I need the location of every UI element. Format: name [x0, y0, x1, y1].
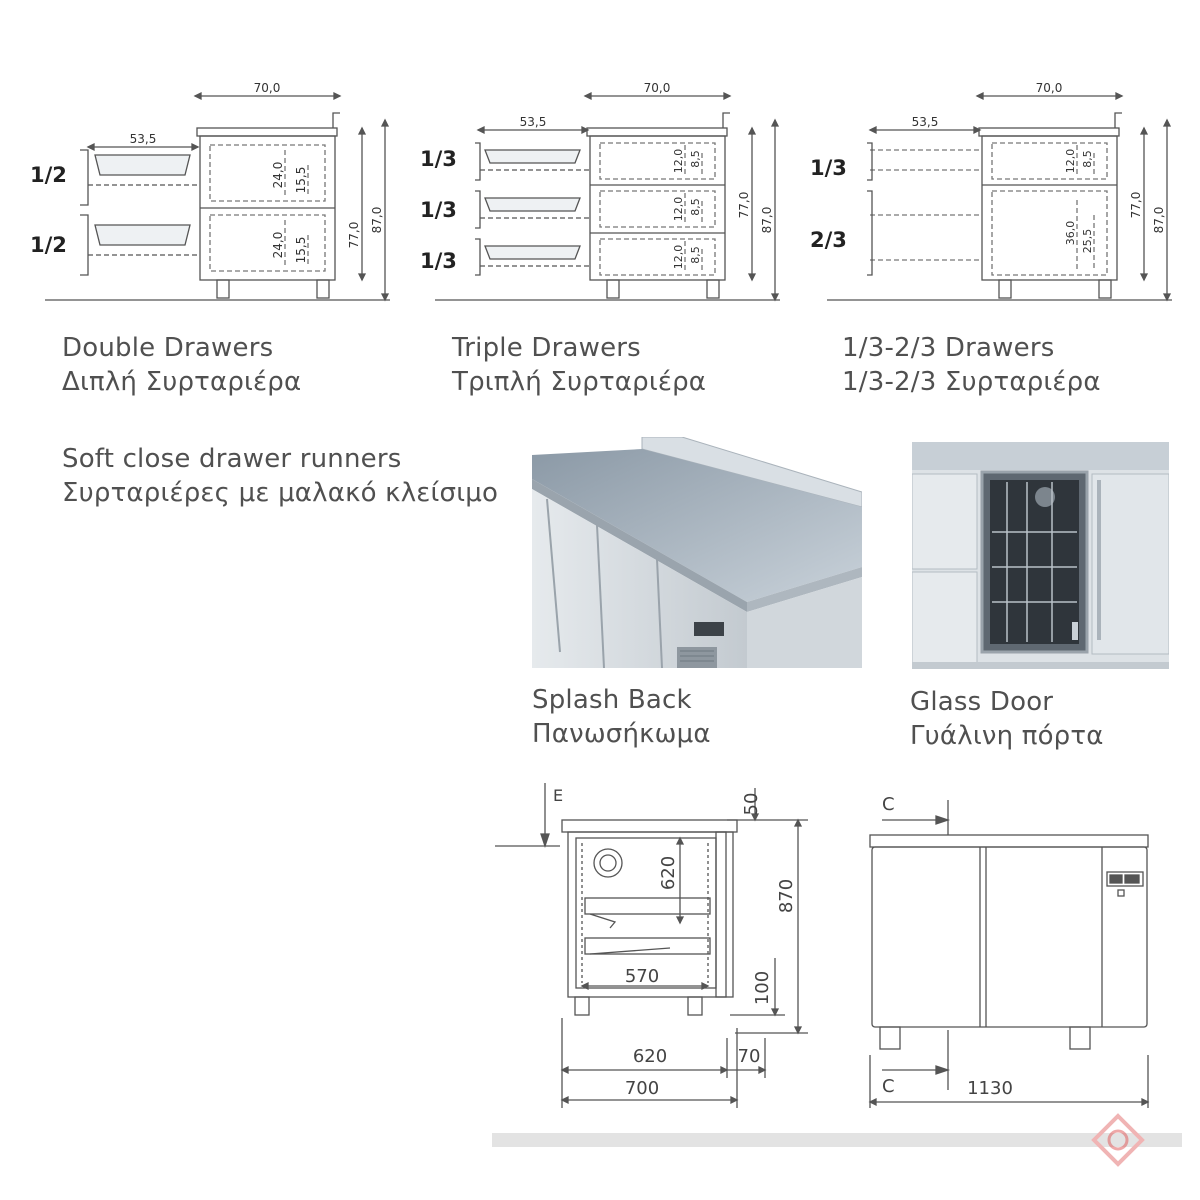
- label-c-top: C: [882, 794, 895, 815]
- double-drawers-caption: Double Drawers Διπλή Συρταριέρα: [62, 331, 301, 399]
- third-twothird-caption: 1/3-2/3 Drawers 1/3-2/3 Συρταριέρα: [842, 331, 1101, 399]
- fraction-label: 1/3: [420, 147, 457, 171]
- dim-620-label: 620: [633, 1046, 667, 1067]
- inner-label: 15,5: [294, 237, 308, 264]
- inner-label: 8,5: [1081, 150, 1094, 168]
- side-view-drawing: E 50 620 870 570 100 620 70 700: [495, 783, 808, 1108]
- inner-label: 8,5: [689, 150, 702, 168]
- depth-label: 53,5: [520, 115, 547, 129]
- inner-label: 36,0: [1064, 221, 1077, 246]
- caption-gr: Γυάλινη πόρτα: [910, 721, 1104, 751]
- inner-label: 24,0: [271, 162, 285, 189]
- total-height-label: 87,0: [1152, 207, 1166, 234]
- dim-870-label: 870: [776, 879, 797, 913]
- glass-door-caption: Glass Door Γυάλινη πόρτα: [910, 685, 1104, 753]
- width-label: 70,0: [254, 81, 281, 95]
- dim-700-label: 700: [625, 1078, 659, 1099]
- inner-label: 12,0: [672, 197, 685, 222]
- fraction-label: 1/3: [420, 249, 457, 273]
- inner-label: 8,5: [689, 246, 702, 264]
- dim-70-label: 70: [738, 1046, 761, 1067]
- front-view-drawing: C C 1130: [868, 794, 1150, 1108]
- soft-close-caption: Soft close drawer runners Συρταριέρες με…: [62, 442, 498, 510]
- caption-gr: Πανωσήκωμα: [532, 719, 711, 749]
- caption-gr: 1/3-2/3 Συρταριέρα: [842, 367, 1101, 397]
- triple-drawers-diagram: 70,0 53,5 77,0 87,0 12,0 8,5 12,0 8,5 12…: [435, 81, 780, 302]
- fraction-label: 1/3: [420, 198, 457, 222]
- fraction-label: 2/3: [810, 228, 847, 252]
- caption-gr: Διπλή Συρταριέρα: [62, 367, 302, 397]
- inner-label: 15,5: [294, 167, 308, 194]
- double-drawers-diagram: 70,0 53,5 77,0 87,0 24,0 15,5 24,0 15,5: [45, 81, 390, 302]
- inner-label: 24,0: [271, 232, 285, 259]
- caption-gr: Συρταριέρες με μαλακό κλείσιμο: [62, 478, 499, 508]
- caption-en: Splash Back: [532, 685, 692, 715]
- splash-back-photo: [532, 437, 862, 668]
- depth-label: 53,5: [130, 132, 157, 146]
- fraction-label: 1/2: [30, 163, 67, 187]
- width-label: 70,0: [1036, 81, 1063, 95]
- dim-50-label: 50: [741, 793, 762, 816]
- total-height-label: 87,0: [760, 207, 774, 234]
- caption-en: 1/3-2/3 Drawers: [842, 333, 1055, 363]
- watermark-bar: [492, 1133, 1182, 1147]
- height-label: 77,0: [1129, 192, 1143, 219]
- caption-en: Soft close drawer runners: [62, 444, 402, 474]
- caption-en: Triple Drawers: [452, 333, 641, 363]
- caption-gr: Τριπλή Συρταριέρα: [452, 367, 707, 397]
- height-label: 77,0: [737, 192, 751, 219]
- label-c-bottom: C: [882, 1076, 895, 1097]
- width-label: 70,0: [644, 81, 671, 95]
- inner-label: 8,5: [689, 198, 702, 216]
- caption-en: Double Drawers: [62, 333, 274, 363]
- inner-label: 12,0: [672, 245, 685, 270]
- inner-label: 25,5: [1081, 229, 1094, 254]
- depth-label: 53,5: [912, 115, 939, 129]
- triple-drawers-caption: Triple Drawers Τριπλή Συρταριέρα: [452, 331, 706, 399]
- brand-logo-icon: [1091, 1113, 1145, 1167]
- glass-door-photo: [912, 442, 1169, 669]
- height-label: 77,0: [347, 222, 361, 249]
- total-height-label: 87,0: [370, 207, 384, 234]
- fraction-label: 1/2: [30, 233, 67, 257]
- caption-en: Glass Door: [910, 687, 1054, 717]
- dim-1130-label: 1130: [967, 1078, 1013, 1099]
- dim-620-vertical-label: 620: [658, 856, 679, 890]
- inner-label: 12,0: [1064, 149, 1077, 174]
- dim-570-label: 570: [625, 966, 659, 987]
- dim-e-label: E: [553, 786, 563, 805]
- third-twothird-drawers-diagram: 70,0 53,5 77,0 87,0 12,0 8,5 36,0 25,5: [827, 81, 1172, 302]
- inner-label: 12,0: [672, 149, 685, 174]
- fraction-label: 1/3: [810, 156, 847, 180]
- splash-back-caption: Splash Back Πανωσήκωμα: [532, 683, 711, 751]
- dim-100-label: 100: [752, 971, 773, 1005]
